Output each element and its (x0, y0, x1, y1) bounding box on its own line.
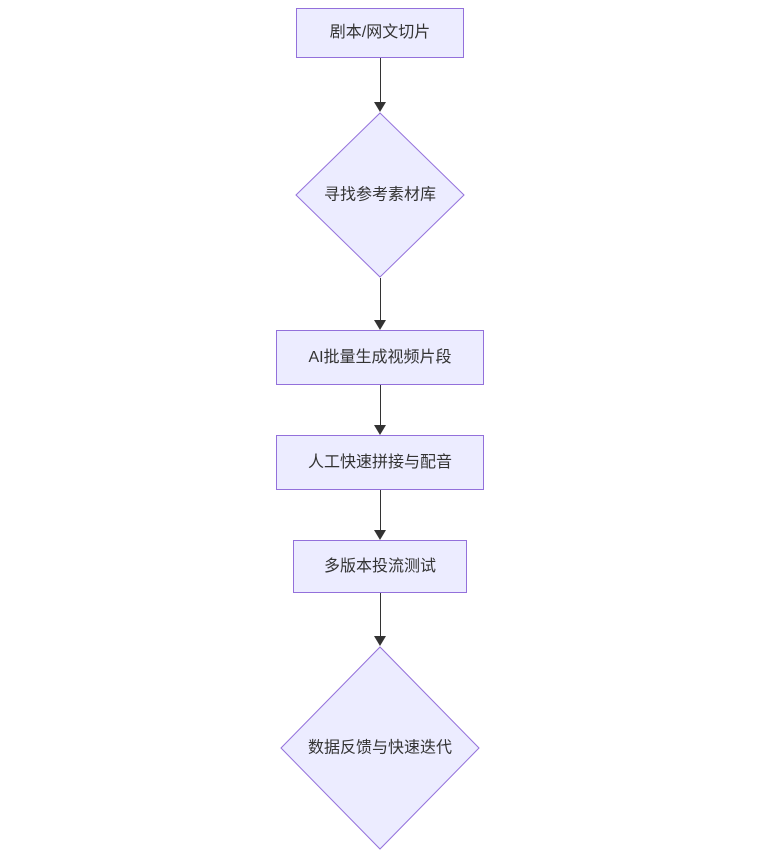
flow-arrow-2 (374, 278, 386, 330)
edge-line (379, 278, 381, 320)
arrowhead-down-icon (374, 320, 386, 330)
node-ai-batch-generate-video-clips: AI批量生成视频片段 (276, 330, 484, 385)
arrowhead-down-icon (374, 425, 386, 435)
node-script-web-novel-slicing: 剧本/网文切片 (296, 8, 464, 58)
node-label: 多版本投流测试 (323, 557, 436, 575)
arrowhead-down-icon (374, 530, 386, 540)
flow-arrow-4 (374, 490, 386, 540)
node-find-reference-material-library: 寻找参考素材库 (295, 112, 465, 278)
flow-arrow-5 (374, 593, 386, 646)
flow-arrow-1 (374, 58, 386, 112)
edge-line (379, 490, 381, 530)
edge-line (379, 385, 381, 425)
node-label: AI批量生成视频片段 (308, 348, 452, 366)
node-multi-version-ad-testing: 多版本投流测试 (293, 540, 467, 593)
node-data-feedback-rapid-iteration: 数据反馈与快速迭代 (280, 646, 480, 850)
edge-line (379, 593, 381, 636)
arrowhead-down-icon (374, 102, 386, 112)
edge-line (379, 58, 381, 102)
flow-arrow-3 (374, 385, 386, 435)
arrowhead-down-icon (374, 636, 386, 646)
node-label: 数据反馈与快速迭代 (307, 739, 453, 757)
node-manual-quick-editing-and-dubbing: 人工快速拼接与配音 (276, 435, 484, 490)
node-label: 人工快速拼接与配音 (307, 453, 452, 471)
node-label: 寻找参考素材库 (323, 186, 437, 204)
diamond-shape (280, 646, 480, 850)
node-label: 剧本/网文切片 (329, 24, 431, 42)
diamond-shape (295, 112, 465, 278)
